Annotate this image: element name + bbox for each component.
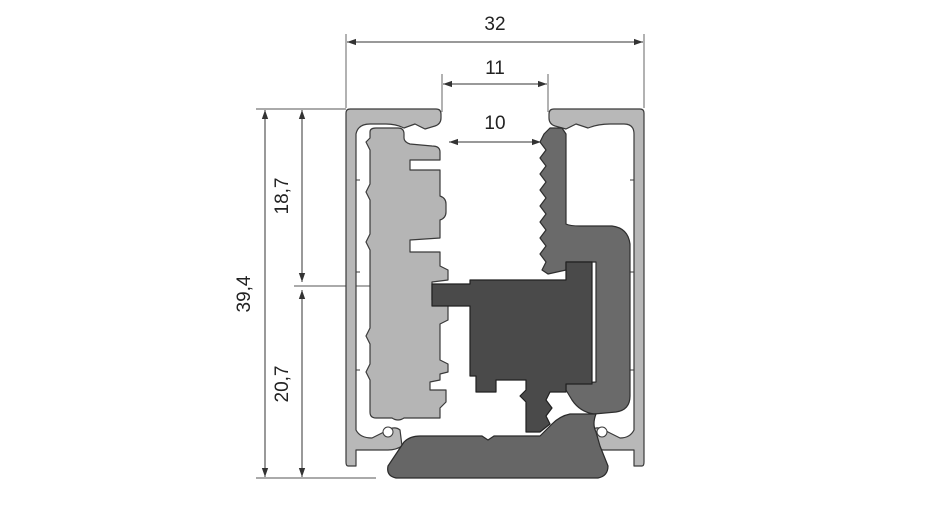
dimension-overall-width: 32 [345, 14, 645, 108]
outer-frame-profile [345, 108, 442, 467]
opening-outer-label: 11 [485, 58, 505, 79]
frame-groove-marks [356, 179, 634, 371]
dimension-lower-height: 20,7 [272, 285, 374, 477]
lower-height-label: 20,7 [272, 366, 293, 403]
right-gasket-profile [539, 127, 631, 415]
overall-width-label: 32 [484, 14, 505, 35]
total-height-label: 39,4 [234, 275, 255, 312]
dimension-opening-inner: 10 [449, 113, 541, 146]
left-insert-profile [365, 127, 449, 421]
dimension-upper-height: 18,7 [272, 110, 306, 282]
dimension-total-height: 39,4 [234, 108, 376, 479]
upper-height-label: 18,7 [272, 178, 293, 215]
dimension-opening-outer: 11 [441, 58, 549, 112]
opening-inner-label: 10 [484, 113, 505, 134]
base-detail-marks [382, 426, 608, 438]
center-clip-profile [431, 261, 593, 433]
bottom-base-profile [387, 413, 609, 479]
